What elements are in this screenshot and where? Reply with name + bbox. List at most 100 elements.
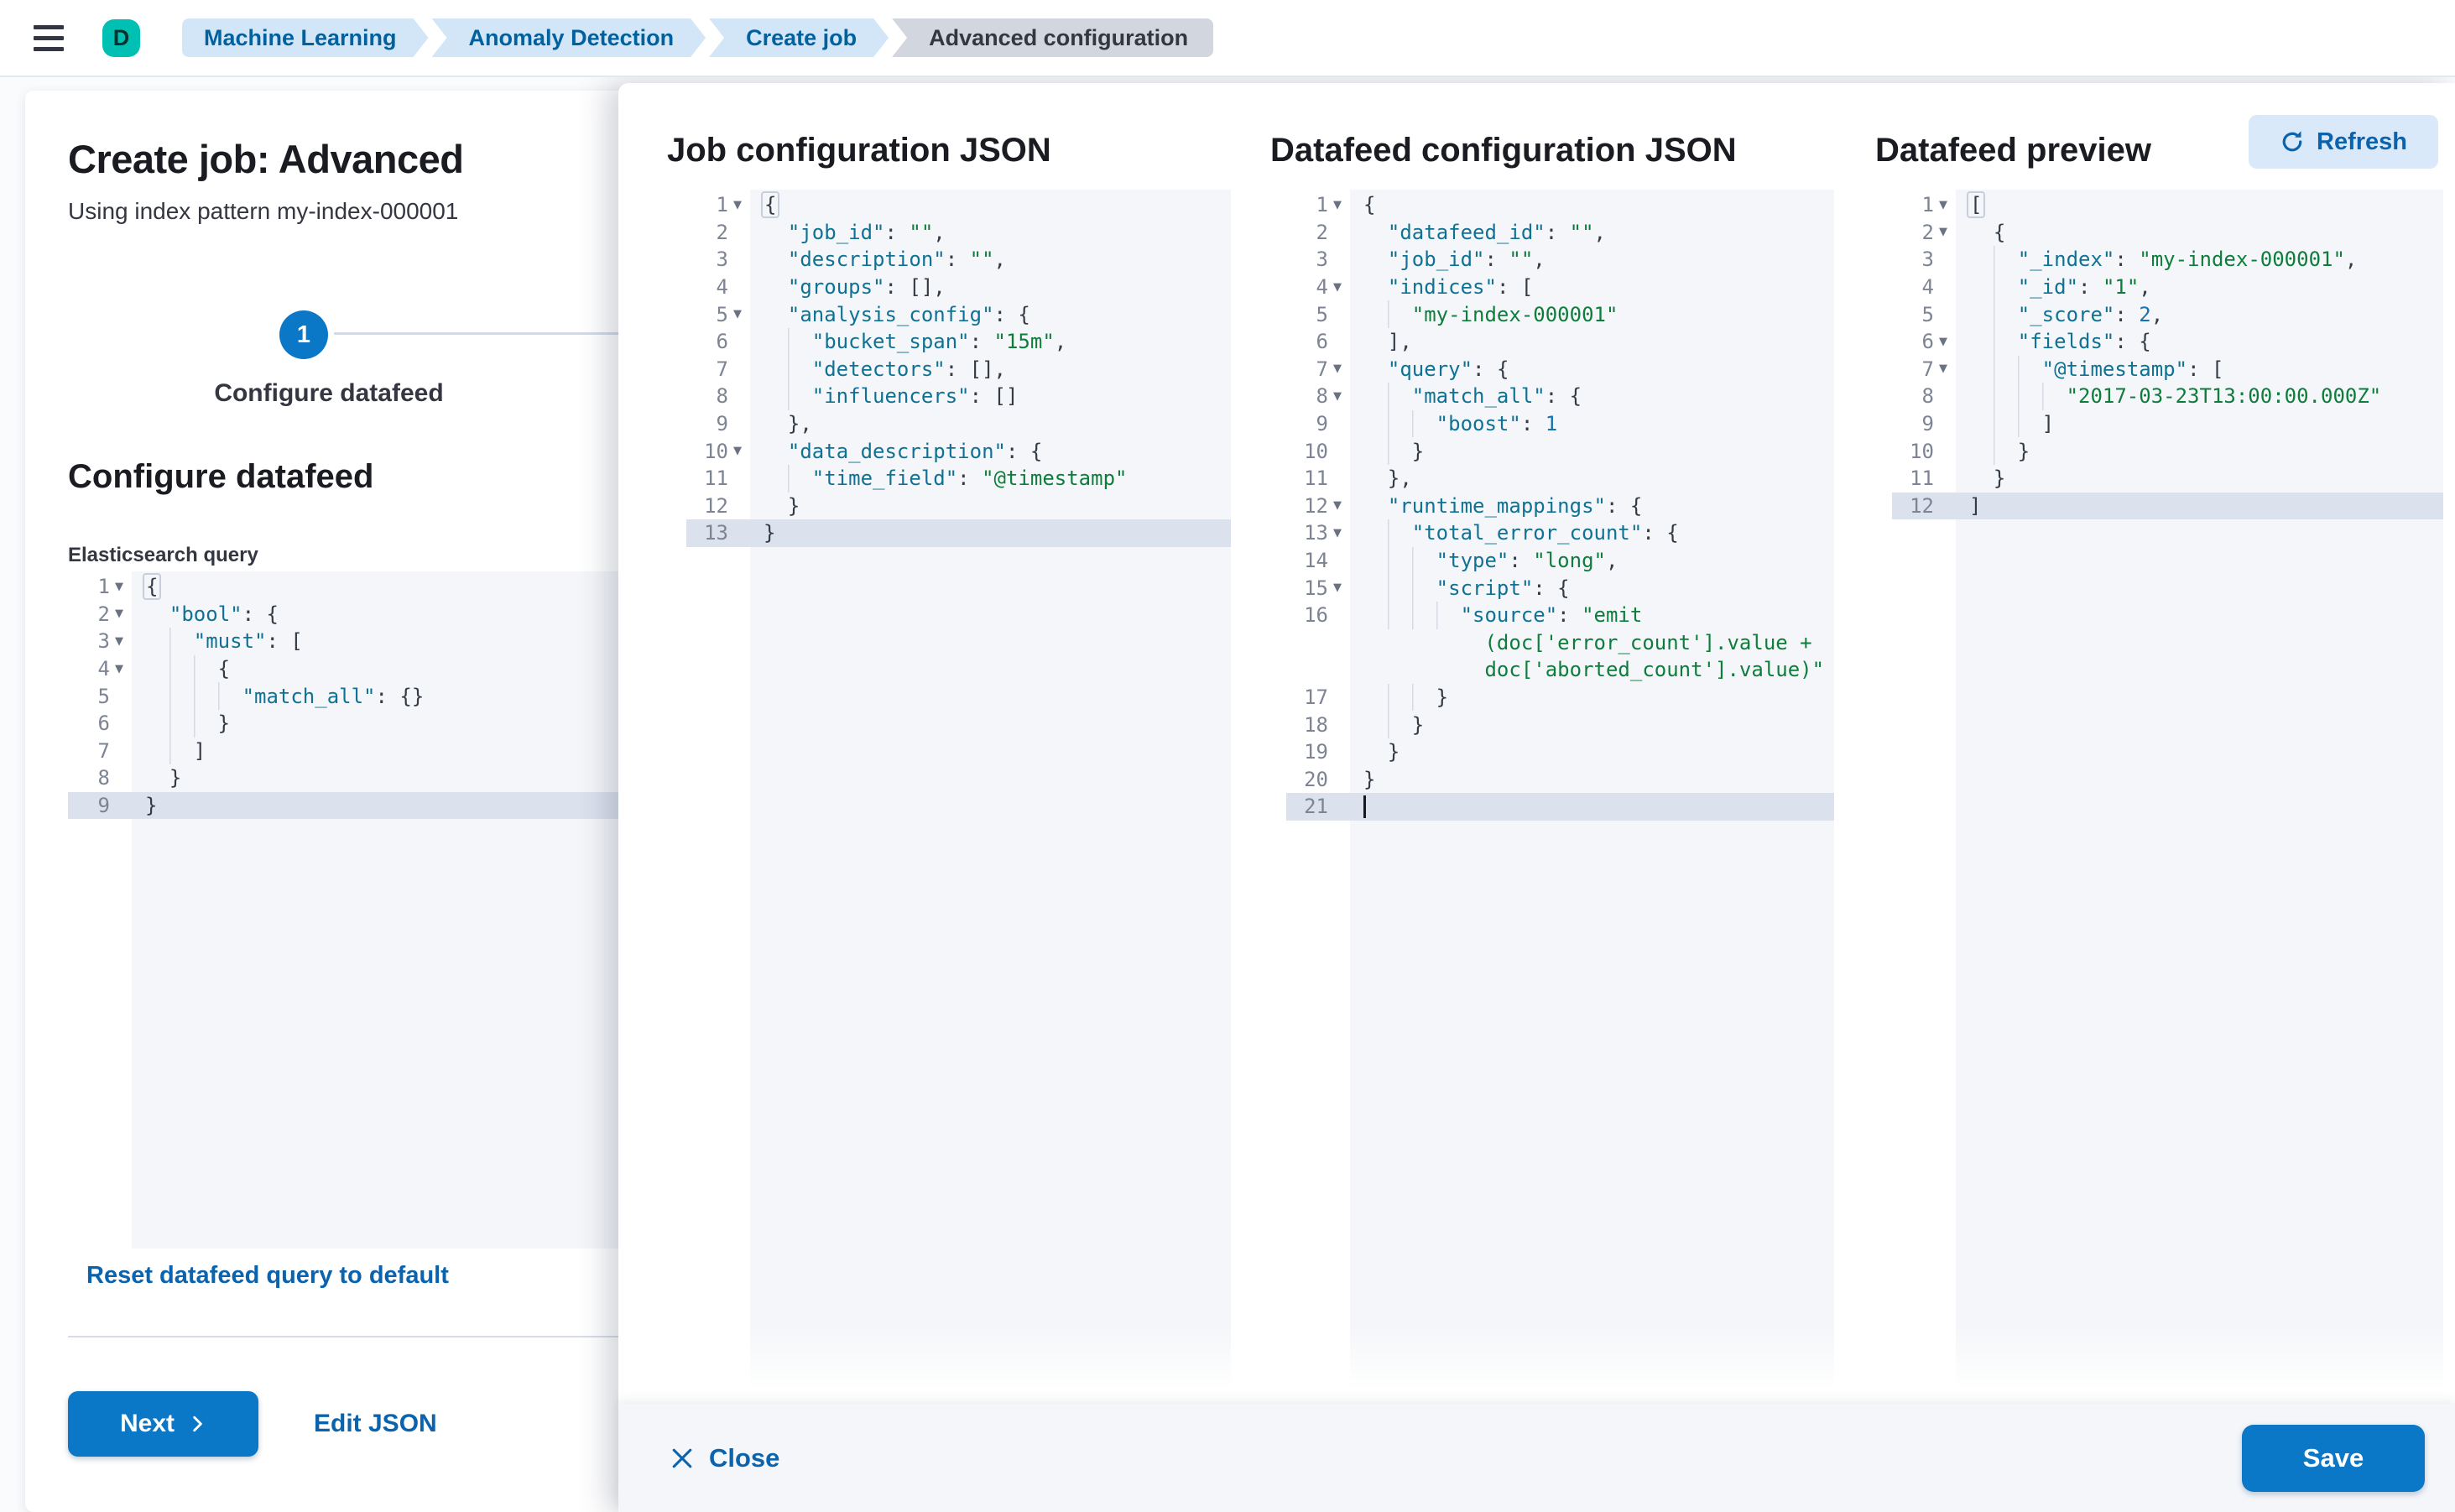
datafeed-configuration-json-title: Datafeed configuration JSON xyxy=(1270,132,1737,169)
code-row: 7▼"query": { xyxy=(1286,356,1834,383)
code-row: 15▼"script": { xyxy=(1286,574,1834,602)
code-row: 16"source": "emit xyxy=(1286,602,1834,629)
avatar[interactable]: D xyxy=(102,19,140,57)
code-row: 11"time_field": "@timestamp" xyxy=(686,465,1231,493)
code-row: 6"bucket_span": "15m", xyxy=(686,328,1231,356)
fold-arrow-icon[interactable]: ▼ xyxy=(1934,336,1952,348)
code-row: 12▼"runtime_mappings": { xyxy=(1286,493,1834,520)
code-row: 7] xyxy=(68,738,647,765)
menu-icon[interactable] xyxy=(34,25,64,51)
job-configuration-json-title: Job configuration JSON xyxy=(667,132,1051,169)
refresh-button[interactable]: Refresh xyxy=(2249,115,2438,169)
code-row: 9} xyxy=(68,792,647,820)
code-row: 12] xyxy=(1892,493,2443,520)
code-row: 5▼"analysis_config": { xyxy=(686,300,1231,328)
edit-json-link[interactable]: Edit JSON xyxy=(314,1410,437,1438)
close-button[interactable]: Close xyxy=(665,1442,784,1474)
fold-arrow-icon[interactable]: ▼ xyxy=(1328,390,1347,403)
fold-arrow-icon[interactable]: ▼ xyxy=(1328,581,1347,594)
top-navigation-bar: D Machine LearningAnomaly DetectionCreat… xyxy=(0,0,2455,77)
code-row: 10} xyxy=(1286,437,1834,465)
code-row: 9"boost": 1 xyxy=(1286,410,1834,438)
wizard-step-1-label: Configure datafeed xyxy=(178,379,480,408)
code-row: 9] xyxy=(1892,410,2443,438)
code-row: 13} xyxy=(686,519,1231,547)
fold-arrow-icon[interactable]: ▼ xyxy=(110,663,128,675)
code-row: doc['aborted_count'].value)" xyxy=(1286,656,1834,684)
code-row: 7▼"@timestamp": [ xyxy=(1892,356,2443,383)
code-row: 20} xyxy=(1286,765,1834,793)
fold-arrow-icon[interactable]: ▼ xyxy=(1328,199,1347,211)
index-pattern-subtitle: Using index pattern my-index-000001 xyxy=(68,198,458,225)
code-row: 6▼"fields": { xyxy=(1892,328,2443,356)
code-row: 12} xyxy=(686,493,1231,520)
fold-arrow-icon[interactable]: ▼ xyxy=(1328,362,1347,375)
elasticsearch-query-editor[interactable]: 1▼{2▼"bool": {3▼"must": [4▼{5"match_all"… xyxy=(68,571,647,1249)
job-configuration-json-editor[interactable]: 1▼{2"job_id": "",3"description": "",4"gr… xyxy=(686,190,1231,1398)
elasticsearch-query-label: Elasticsearch query xyxy=(68,544,258,567)
fold-arrow-icon[interactable]: ▼ xyxy=(1328,499,1347,512)
chevron-right-icon xyxy=(188,1415,206,1433)
code-row: 11}, xyxy=(1286,465,1834,493)
flyout-footer: Close Save xyxy=(618,1404,2455,1512)
code-row: 13▼"total_error_count": { xyxy=(1286,519,1834,547)
fold-arrow-icon[interactable]: ▼ xyxy=(110,607,128,620)
code-row: 5"my-index-000001" xyxy=(1286,300,1834,328)
code-row: 3"_index": "my-index-000001", xyxy=(1892,246,2443,274)
code-row: 5"match_all": {} xyxy=(68,682,647,710)
json-editor-flyout: Job configuration JSON Datafeed configur… xyxy=(618,83,2455,1512)
fold-arrow-icon[interactable]: ▼ xyxy=(1934,199,1952,211)
breadcrumb-item[interactable]: Create job xyxy=(709,18,889,57)
reset-datafeed-query-link[interactable]: Reset datafeed query to default xyxy=(86,1262,449,1290)
fold-arrow-icon[interactable]: ▼ xyxy=(110,635,128,648)
fold-arrow-icon[interactable]: ▼ xyxy=(1328,281,1347,294)
code-row: 2▼{ xyxy=(1892,219,2443,247)
fold-arrow-icon[interactable]: ▼ xyxy=(728,199,747,211)
fold-arrow-icon[interactable]: ▼ xyxy=(728,308,747,321)
next-button[interactable]: Next xyxy=(68,1391,258,1457)
code-row: 10} xyxy=(1892,437,2443,465)
datafeed-configuration-json-editor[interactable]: 1▼{2"datafeed_id": "",3"job_id": "",4▼"i… xyxy=(1286,190,1834,1398)
code-row: 1▼{ xyxy=(1286,191,1834,219)
code-row: 8} xyxy=(68,764,647,792)
code-row: 3"description": "", xyxy=(686,246,1231,274)
datafeed-preview-title: Datafeed preview xyxy=(1875,132,2151,169)
code-row: 8"2017-03-23T13:00:00.000Z" xyxy=(1892,383,2443,410)
close-icon xyxy=(670,1447,694,1470)
fold-arrow-icon[interactable]: ▼ xyxy=(1934,226,1952,238)
wizard-step-1-indicator[interactable]: 1 xyxy=(279,310,328,359)
code-row: 1▼{ xyxy=(686,191,1231,219)
code-row: 9}, xyxy=(686,410,1231,438)
save-button[interactable]: Save xyxy=(2242,1425,2425,1492)
code-row: 19} xyxy=(1286,738,1834,766)
code-row: 1▼{ xyxy=(68,573,647,601)
breadcrumb-item[interactable]: Machine Learning xyxy=(182,18,429,57)
code-row: 4▼"indices": [ xyxy=(1286,274,1834,301)
code-row: 3▼"must": [ xyxy=(68,628,647,655)
configure-datafeed-heading: Configure datafeed xyxy=(68,458,373,496)
fold-arrow-icon[interactable]: ▼ xyxy=(1328,527,1347,540)
code-row: 2▼"bool": { xyxy=(68,601,647,628)
code-row: 11} xyxy=(1892,465,2443,493)
datafeed-preview-editor[interactable]: 1▼[2▼{3"_index": "my-index-000001",4"_id… xyxy=(1892,190,2443,1398)
code-row: 8▼"match_all": { xyxy=(1286,383,1834,410)
breadcrumb-item: Advanced configuration xyxy=(892,18,1213,57)
code-row: 8"influencers": [] xyxy=(686,383,1231,410)
code-row: 6} xyxy=(68,710,647,738)
code-row: 6], xyxy=(1286,328,1834,356)
divider xyxy=(68,1336,659,1337)
code-row: 4"_id": "1", xyxy=(1892,274,2443,301)
breadcrumb: Machine LearningAnomaly DetectionCreate … xyxy=(182,18,1213,57)
code-row: 21 xyxy=(1286,793,1834,821)
fold-arrow-icon[interactable]: ▼ xyxy=(1934,362,1952,375)
code-row: (doc['error_count'].value + xyxy=(1286,629,1834,657)
breadcrumb-item[interactable]: Anomaly Detection xyxy=(432,18,706,57)
text-cursor xyxy=(1363,795,1366,818)
code-row: 4▼{ xyxy=(68,655,647,683)
fold-arrow-icon[interactable]: ▼ xyxy=(728,445,747,457)
wizard-progress-line xyxy=(334,332,656,335)
code-row: 14"type": "long", xyxy=(1286,547,1834,575)
code-row: 17} xyxy=(1286,684,1834,712)
code-row: 7"detectors": [], xyxy=(686,356,1231,383)
fold-arrow-icon[interactable]: ▼ xyxy=(110,581,128,593)
